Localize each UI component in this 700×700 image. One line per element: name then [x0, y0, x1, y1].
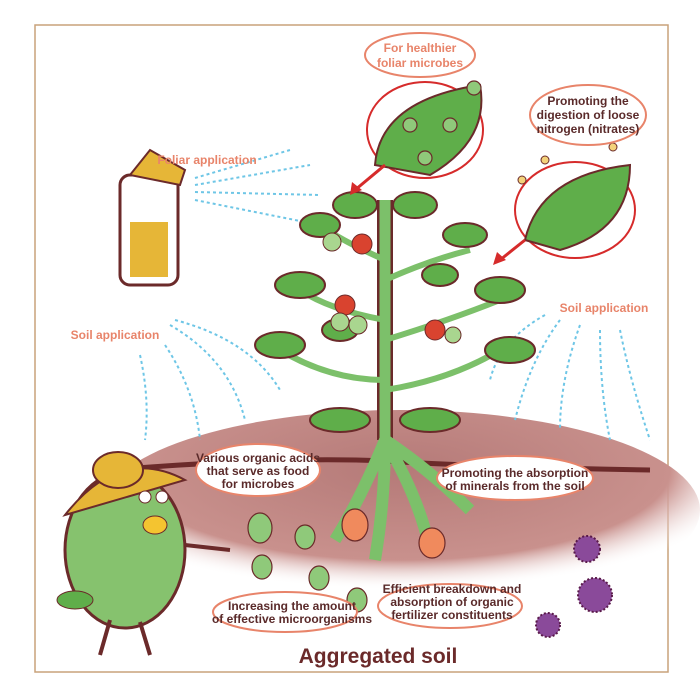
tomato-plant: [254, 191, 536, 561]
label-soil-application-right: Soil application: [560, 301, 649, 315]
zoom-leaf-microbes: [350, 80, 484, 195]
microbes: [247, 508, 613, 638]
zoom-leaf-nitrogen: [493, 142, 636, 265]
mascot-character: [56, 451, 231, 656]
frame: [34, 24, 669, 673]
label-soil-application-left: Soil application: [71, 328, 160, 342]
spray-lines: [139, 149, 651, 441]
spray-bottle: [118, 148, 187, 287]
title-aggregated-soil: Aggregated soil: [299, 645, 458, 668]
label-foliar-application: Foliar application: [157, 153, 256, 167]
